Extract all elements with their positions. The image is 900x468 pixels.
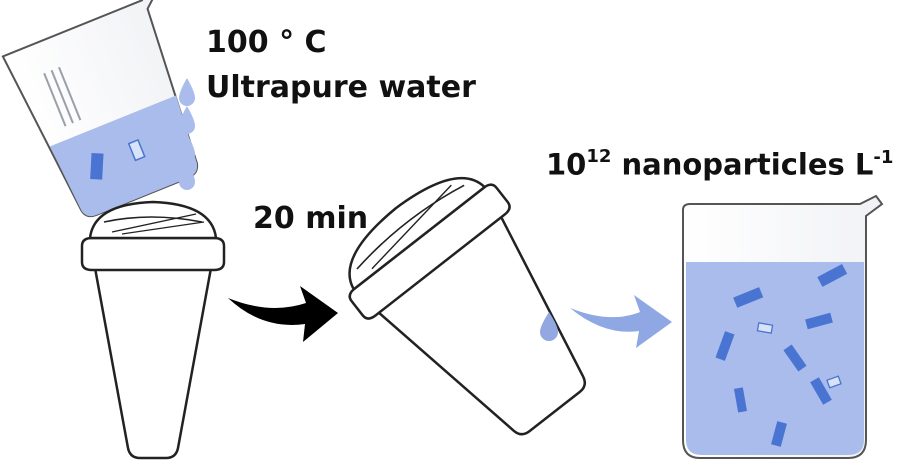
concentration-text: nanoparticles L [611,147,874,182]
light-particles [756,322,842,389]
particle [715,331,735,361]
particle [805,312,833,330]
steep-time-label: 20 min [253,201,369,236]
cup-tilted-icon [348,176,587,436]
cup-upright-icon [80,200,226,460]
pouring-beaker-icon [1,0,199,218]
particle [127,138,146,162]
water-drop-icon [179,162,195,190]
water-drop-icon [179,106,195,134]
particle [783,344,807,372]
process-arrow-blue [570,295,672,348]
pouring-beaker-liquid [49,95,198,217]
nanoparticles [715,264,848,447]
water-drop-icon [179,78,195,106]
particle [817,264,848,287]
concentration-label: 1012 nanoparticles L-1 [546,146,894,182]
result-beaker-icon [682,194,884,459]
solvent-label: Ultrapure water [206,70,476,105]
particle [771,421,787,447]
concentration-unit-exponent: -1 [873,146,894,168]
particle [90,152,104,180]
water-drop-icon [540,312,558,341]
result-beaker-liquid [686,262,864,455]
particle [810,377,832,405]
water-drops [179,78,195,190]
water-drop-icon [179,134,195,162]
concentration-base: 10 [546,147,587,182]
temperature-label: 100 ° C [206,25,327,60]
particle [733,287,764,308]
process-arrow-black [228,286,338,342]
particle [733,387,748,413]
concentration-exponent: 12 [586,146,612,167]
